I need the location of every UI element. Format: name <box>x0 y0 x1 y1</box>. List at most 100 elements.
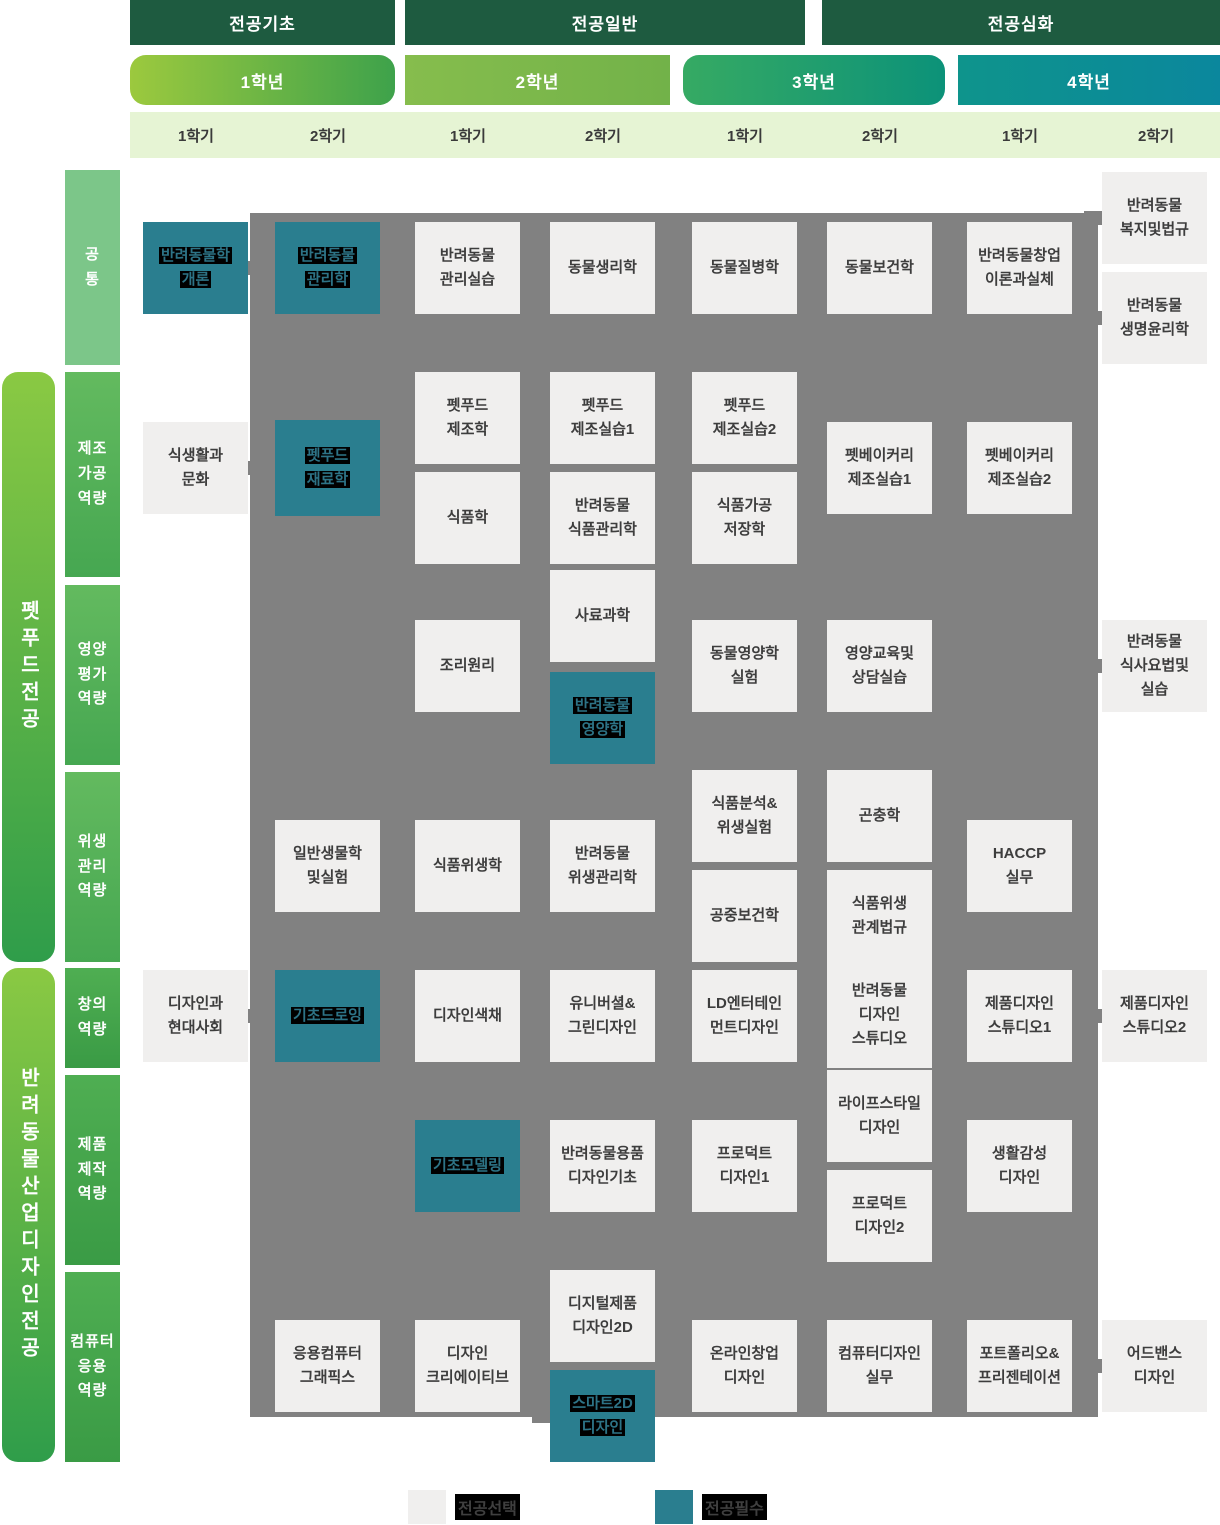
connector-stub <box>949 1009 971 1023</box>
competency-block-product-making: 제품 제작 역량 <box>65 1075 120 1265</box>
connector-stub <box>1084 659 1106 673</box>
course-label: 어드밴스 디자인 <box>1126 1345 1183 1386</box>
connector-stub <box>397 511 419 525</box>
connector-stub <box>949 461 971 475</box>
course-box: 디자인 크리에이티브 <box>415 1320 520 1412</box>
connector-stub <box>397 411 419 425</box>
connector-stub <box>532 261 554 275</box>
category-bar-basic: 전공기초 <box>130 0 395 45</box>
course-box: 식품분석& 위생실험 <box>692 770 797 862</box>
connector-stub <box>809 1109 831 1123</box>
connector-stub <box>1084 211 1106 225</box>
course-label: 반려동물 위생관리학 <box>567 845 637 886</box>
course-label: 제품디자인 스튜디오1 <box>984 995 1054 1036</box>
course-box: 반려동물용품 디자인기초 <box>550 1120 655 1212</box>
course-box: 디자인과 현대사회 <box>143 970 248 1062</box>
connector-stub <box>532 1159 554 1173</box>
connector-stub <box>532 411 554 425</box>
year-bar-2: 2학년 <box>405 55 670 105</box>
course-box: 곤충학 <box>827 770 932 862</box>
connector-stub <box>809 1209 831 1223</box>
sidebar-common-block: 공 통 <box>65 170 120 365</box>
connector-stub <box>532 859 554 873</box>
legend-label-elective: 전공선택 <box>455 1490 520 1524</box>
course-box: 반려동물창업 이론과실체 <box>967 222 1072 314</box>
course-box: 제품디자인 스튜디오2 <box>1102 970 1207 1062</box>
course-label: 반려동물용품 디자인기초 <box>561 1145 644 1186</box>
year-bar-1: 1학년 <box>130 55 395 105</box>
course-box: 펫베이커리 제조실습2 <box>967 422 1072 514</box>
course-label: 펫푸드 제조실습1 <box>570 397 635 438</box>
course-box: 식품위생학 <box>415 820 520 912</box>
connector-stub <box>674 511 696 525</box>
course-label: 펫베이커리 제조실습1 <box>844 447 914 488</box>
course-box: 사료과학 <box>550 570 655 662</box>
competency-block-computer: 컴퓨터 응용 역량 <box>65 1272 120 1462</box>
course-box: 식생활과 문화 <box>143 422 248 514</box>
semester-label: 2학기 <box>310 127 346 145</box>
course-box: 반려동물 디자인 스튜디오 <box>827 962 932 1068</box>
connector-stub <box>949 1159 971 1173</box>
course-label: 펫베이커리 제조실습2 <box>984 447 1054 488</box>
course-label: 식생활과 문화 <box>167 447 224 488</box>
category-bar-general: 전공일반 <box>405 0 805 45</box>
course-box: 컴퓨터디자인 실무 <box>827 1320 932 1412</box>
course-box: 어드밴스 디자인 <box>1102 1320 1207 1412</box>
course-label: 식품가공 저장학 <box>716 497 773 538</box>
connector-stub <box>674 261 696 275</box>
course-box: HACCP 실무 <box>967 820 1072 912</box>
course-box: 반려동물 식사요법및 실습 <box>1102 620 1207 712</box>
connector-stub <box>809 261 831 275</box>
connector-stub <box>257 461 279 475</box>
course-label: 식품분석& 위생실험 <box>711 795 778 836</box>
course-label: 컴퓨터디자인 실무 <box>838 1345 921 1386</box>
course-box: 반려동물 식품관리학 <box>550 472 655 564</box>
course-box: 펫푸드 제조학 <box>415 372 520 464</box>
connector-stub <box>809 1008 831 1022</box>
course-label: 식품위생 관계법규 <box>851 895 908 936</box>
connector-stub <box>674 659 696 673</box>
connector-stub <box>1084 1009 1106 1023</box>
connector-stub <box>397 659 419 673</box>
connector-stub <box>1084 1359 1106 1373</box>
course-box: 라이프스타일 디자인 <box>827 1070 932 1162</box>
connector-stub <box>809 909 831 923</box>
course-box: 프로덕트 디자인2 <box>827 1170 932 1262</box>
course-box: 유니버셜& 그린디자인 <box>550 970 655 1062</box>
course-label: 펫푸드 제조실습2 <box>712 397 777 438</box>
year-bar-3: 3학년 <box>683 55 945 105</box>
connector-stub <box>257 1359 279 1373</box>
course-box: LD엔터테인 먼트디자인 <box>692 970 797 1062</box>
competency-block-hygiene: 위생 관리 역량 <box>65 772 120 962</box>
course-box: 영양교육및 상담실습 <box>827 620 932 712</box>
course-box: 식품위생 관계법규 <box>827 870 932 962</box>
course-box: 디지털제품 디자인2D <box>550 1270 655 1362</box>
course-label: 반려동물창업 이론과실체 <box>978 247 1061 288</box>
connector-stub <box>257 859 279 873</box>
year-bar-4: 4학년 <box>958 55 1220 105</box>
course-label: 식품위생학 <box>432 857 502 874</box>
major-bar-petfood: 펫푸드전공 <box>2 372 55 962</box>
course-label: 일반생물학 및실험 <box>292 845 362 886</box>
course-box: 반려동물 관리실습 <box>415 222 520 314</box>
connector-stub <box>532 1409 554 1423</box>
course-label: 동물영양학 실험 <box>709 645 779 686</box>
legend-label-required: 전공필수 <box>702 1490 767 1524</box>
legend-swatch-required <box>655 1490 693 1524</box>
course-label: 영양교육및 상담실습 <box>844 645 914 686</box>
competency-block-nutrition: 영양 평가 역량 <box>65 585 120 765</box>
course-label: 사료과학 <box>574 607 631 624</box>
connector-stub <box>949 1359 971 1373</box>
connector-stub <box>674 809 696 823</box>
course-label: 조리원리 <box>439 657 496 674</box>
semester-label: 1학기 <box>1002 127 1038 145</box>
semester-label: 1학기 <box>450 127 486 145</box>
semester-strip: 1학기 2학기 1학기 2학기 1학기 2학기 1학기 2학기 <box>130 112 1220 158</box>
competency-block-manufacturing: 제조 가공 역량 <box>65 372 120 577</box>
semester-label: 2학기 <box>1138 127 1174 145</box>
